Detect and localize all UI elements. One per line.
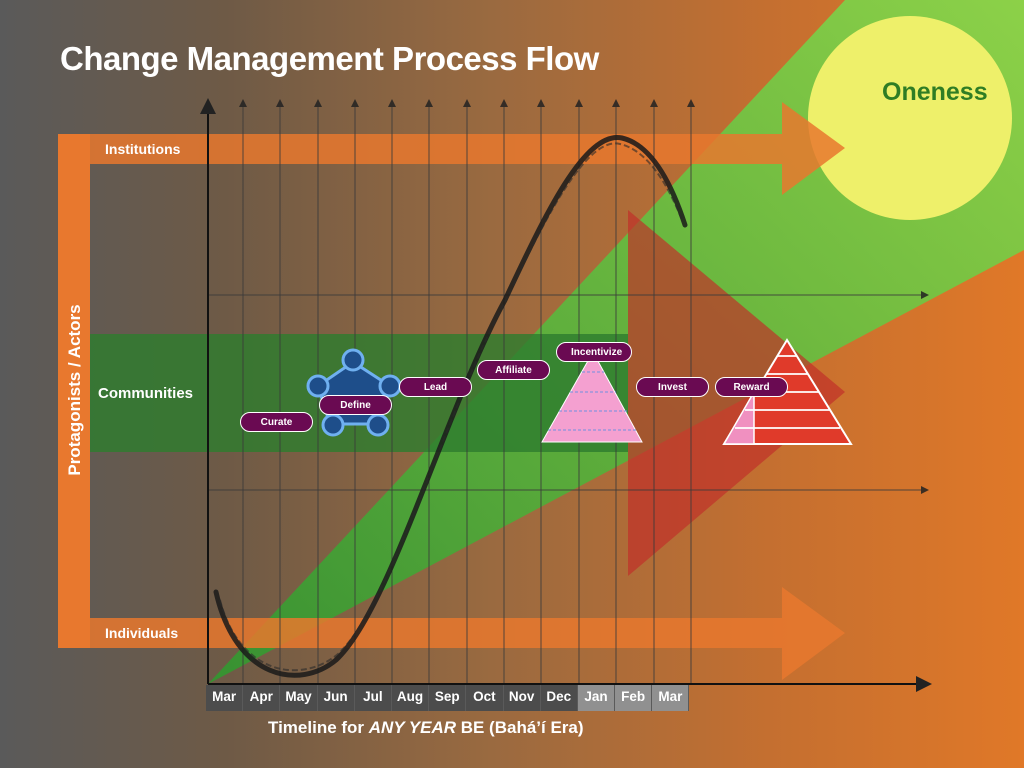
- month-label: Jun: [317, 685, 355, 711]
- actors-bar: [58, 134, 90, 648]
- month-label: Nov: [503, 685, 541, 711]
- month-label: Mar: [206, 685, 244, 711]
- month-label: Oct: [466, 685, 504, 711]
- oneness-circle: [808, 16, 1012, 220]
- month-label: Aug: [391, 685, 430, 711]
- timeline-title-emphasis: ANY YEAR: [368, 718, 456, 737]
- timeline-title-suffix: BE (Bahá’í Era): [456, 718, 584, 737]
- month-label: Apr: [243, 685, 281, 711]
- month-label: Sep: [429, 685, 467, 711]
- month-label: Feb: [615, 685, 653, 711]
- oneness-label: Oneness: [882, 78, 988, 106]
- step-incentivize: Incentivize: [556, 342, 632, 362]
- step-reward: Reward: [715, 377, 788, 397]
- step-affiliate: Affiliate: [477, 360, 550, 380]
- month-label: Jul: [354, 685, 392, 711]
- step-lead: Lead: [399, 377, 472, 397]
- step-invest: Invest: [636, 377, 709, 397]
- level-gridlines: [208, 291, 929, 494]
- timeline-title-prefix: Timeline for: [268, 718, 369, 737]
- step-curate: Curate: [240, 412, 313, 432]
- communities-label: Communities: [98, 385, 194, 402]
- pink-pyramid: [541, 350, 643, 443]
- actors-axis-label: Protagonists / Actors: [65, 304, 84, 476]
- individuals-label: Individuals: [105, 625, 179, 641]
- month-label: Mar: [652, 685, 690, 711]
- month-label: Dec: [540, 685, 578, 711]
- step-define: Define: [319, 395, 392, 415]
- month-axis: Mar Apr May Jun Jul Aug Sep Oct Nov Dec …: [206, 685, 690, 711]
- month-label: Jan: [577, 685, 616, 711]
- month-label: May: [280, 685, 318, 711]
- page-title: Change Management Process Flow: [60, 40, 599, 77]
- change-curve-texture: [219, 142, 683, 672]
- institutions-label: Institutions: [105, 141, 181, 157]
- timeline-axis-title: Timeline for ANY YEAR BE (Bahá’í Era): [268, 718, 584, 738]
